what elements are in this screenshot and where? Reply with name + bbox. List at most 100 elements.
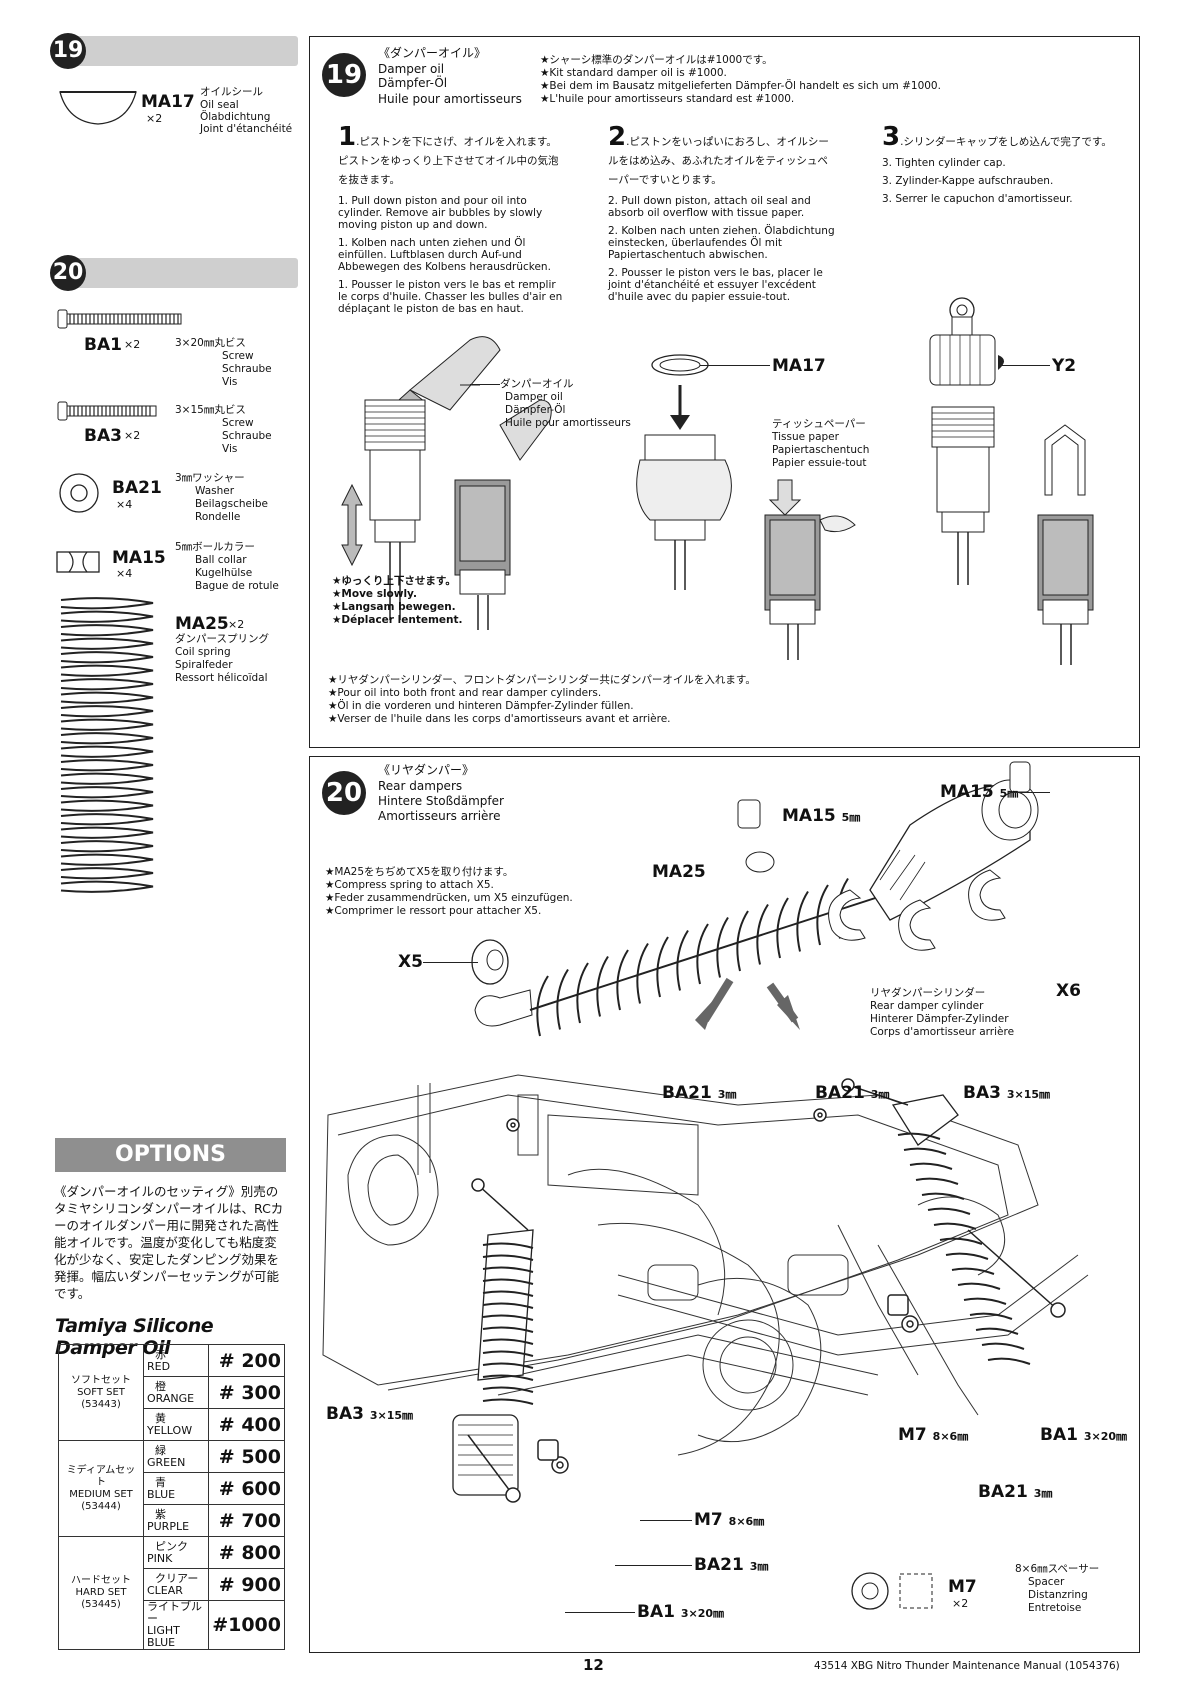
bottom-note-3: ★Verser de l'huile dans les corps d'amor…	[328, 713, 671, 725]
slow-note-0: ★ゆっくり上下させます。	[332, 575, 456, 587]
oil-label-fr: Huile pour amortisseurs	[505, 417, 631, 429]
tissue-en: Tissue paper	[772, 431, 839, 443]
ma17-code: MA17	[141, 92, 195, 112]
viscosity-cell: # 500	[208, 1440, 285, 1473]
step19-title-ja: 《ダンパーオイル》	[378, 46, 487, 60]
cylinder-ja: リヤダンパーシリンダー	[870, 987, 986, 999]
x6-label: X6	[1056, 981, 1081, 1001]
viscosity-cell: # 600	[208, 1472, 285, 1505]
ma15-qty: ×4	[116, 567, 133, 580]
step19-number: 19	[322, 53, 366, 97]
step20-panel	[309, 756, 1140, 1653]
instruction-2: 2.ピストンをいっぱいにおろし、オイルシールをはめ込み、あふれたオイルをティッシ…	[608, 122, 835, 303]
cylinder-de: Hinterer Dämpfer-Zylinder	[870, 1013, 1009, 1025]
ba3-fr: Vis	[222, 443, 238, 455]
leader-line	[615, 1565, 692, 1566]
ma25-qty: ×2	[228, 618, 245, 631]
ba3-size: 3×15㎜丸ビス	[175, 404, 246, 416]
oil-label-ja: ダンパーオイル	[500, 378, 574, 390]
tissue-fr: Papier essuie-tout	[772, 457, 867, 469]
step20-note-1: ★Compress spring to attach X5.	[325, 879, 494, 891]
ba1-label-a: BA1 3×20㎜	[1040, 1425, 1128, 1445]
viscosity-cell: # 800	[208, 1536, 285, 1569]
ma25-fr: Ressort hélicoïdal	[175, 672, 268, 684]
screw-long-icon	[57, 309, 182, 329]
viscosity-cell: # 900	[208, 1568, 285, 1601]
bottom-note-1: ★Pour oil into both front and rear dampe…	[328, 687, 602, 699]
coil-spring-icon	[60, 597, 154, 893]
step20-title-fr: Amortisseurs arrière	[378, 809, 501, 823]
m7-label-a: M7 8×6㎜	[898, 1425, 969, 1445]
ma15-small-label: MA15 5㎜	[782, 806, 861, 826]
ba21-qty: ×4	[116, 498, 133, 511]
step19-title-en: Damper oil	[378, 62, 445, 76]
viscosity-cell: # 700	[208, 1504, 285, 1537]
ba3-label-b: BA3 3×15㎜	[326, 1404, 414, 1424]
rear-damper-exploded	[471, 761, 1039, 1037]
ma15-en: Ball collar	[195, 554, 247, 566]
ma15-fr: Bague de rotule	[195, 580, 279, 592]
spacer-fr: Entretoise	[1028, 1602, 1082, 1614]
viscosity-cell: # 200	[208, 1344, 285, 1377]
step19-note-2: ★Bei dem im Bausatz mitgelieferten Dämpf…	[540, 80, 941, 92]
step20-note-3: ★Comprimer le ressort pour attacher X5.	[325, 905, 542, 917]
ma17-en: Oil seal	[200, 99, 239, 111]
leader-line	[1010, 792, 1050, 793]
step20-title-en: Rear dampers	[378, 779, 463, 793]
oil-label-en: Damper oil	[505, 391, 563, 403]
options-text: 《ダンパーオイルのセッティグ》別売のタミヤシリコンダンパーオイルは、RCカーのオ…	[54, 1184, 284, 1301]
ba21-de: Beilagscheibe	[195, 498, 268, 510]
leader-line	[565, 1612, 635, 1613]
instruction-3: 3.シリンダーキャップをしめ込んで完了です。 3. Tighten cylind…	[882, 122, 1112, 205]
ma25-code: MA25	[175, 614, 229, 634]
ma25-de: Spiralfeder	[175, 659, 233, 671]
oil-label-de: Dämpfer-Öl	[505, 404, 566, 416]
oil-seal-illustration	[636, 354, 856, 660]
ba1-qty: ×2	[124, 338, 141, 351]
cylinder-en: Rear damper cylinder	[870, 1000, 984, 1012]
slow-note-1: ★Move slowly.	[332, 588, 417, 600]
cylinder-fr: Corps d'amortisseur arrière	[870, 1026, 1015, 1038]
chassis-assembly-illustration	[322, 1074, 1089, 1503]
oil-filling-illustration	[341, 336, 552, 630]
step19-title-fr: Huile pour amortisseurs	[378, 92, 522, 106]
y2-label: Y2	[1052, 356, 1077, 376]
spacer-qty: ×2	[952, 1597, 969, 1610]
step20-sidebar-bar	[58, 258, 298, 288]
ma17-qty: ×2	[146, 112, 163, 125]
ba21-fr: Rondelle	[195, 511, 241, 523]
ma17-de: Ölabdichtung	[200, 111, 271, 123]
leader-line	[470, 384, 500, 385]
ba3-label-a: BA3 3×15㎜	[963, 1083, 1051, 1103]
ba21-label-d: BA21 3㎜	[694, 1555, 769, 1575]
ba21-en: Washer	[195, 485, 235, 497]
ba21-label-a: BA21 3㎜	[662, 1083, 737, 1103]
cylinder-cap-illustration	[929, 297, 1094, 665]
ba21-label-c: BA21 3㎜	[978, 1482, 1053, 1502]
slow-note-2: ★Langsam bewegen.	[332, 601, 456, 613]
ba1-fr: Vis	[222, 376, 238, 388]
leader-line	[423, 962, 478, 963]
ba3-qty: ×2	[124, 429, 141, 442]
ba1-en: Screw	[222, 350, 254, 362]
ba3-en: Screw	[222, 417, 254, 429]
ma15-size: 5㎜ボールカラー	[175, 541, 255, 553]
ba3-code: BA3	[84, 426, 122, 446]
ma25-en: Coil spring	[175, 646, 231, 658]
spacer-de: Distanzring	[1028, 1589, 1088, 1601]
ma17-label: MA17	[772, 356, 826, 376]
ba21-label-b: BA21 3㎜	[815, 1083, 890, 1103]
